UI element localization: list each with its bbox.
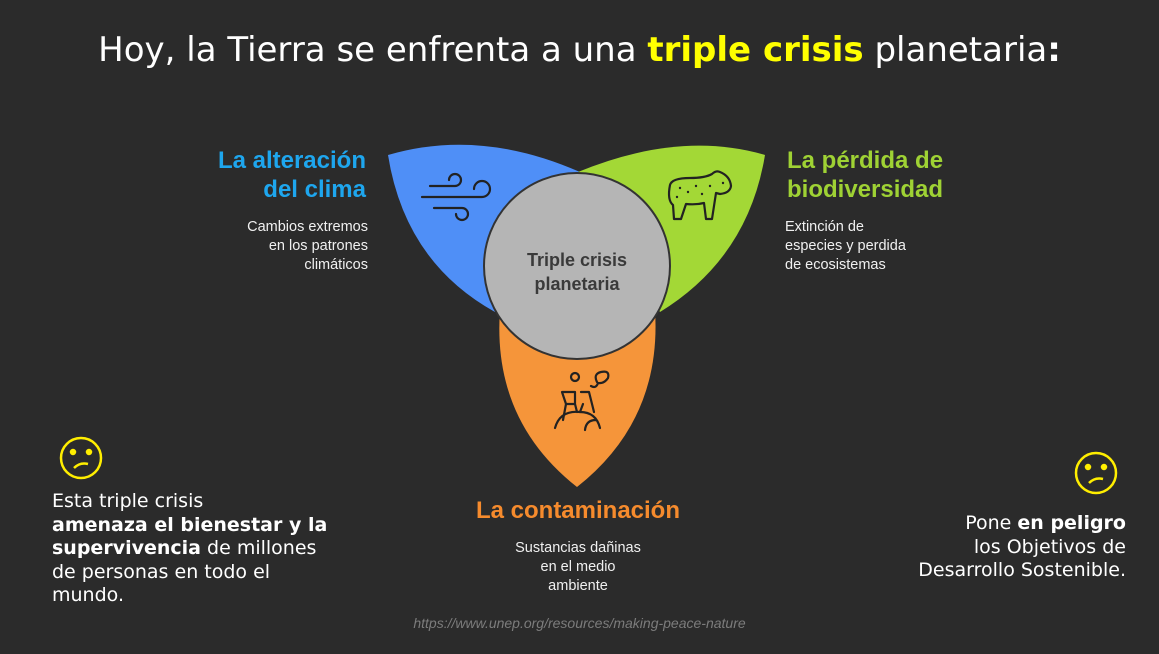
desc-line: climáticos — [304, 257, 368, 273]
note-text: Pone — [965, 512, 1018, 534]
climate-heading-line2: del clima — [263, 176, 366, 203]
sad-face-icon-left — [59, 436, 103, 480]
pollution-petal — [499, 310, 656, 487]
pollution-description: Sustancias dañinas en el medio ambiente — [478, 539, 678, 596]
desc-line: de ecosistemas — [785, 257, 886, 273]
desc-line: en los patrones — [268, 238, 368, 254]
biodiversity-heading-line2: biodiversidad — [787, 176, 944, 203]
desc-line: Cambios extremos — [247, 219, 368, 235]
note-line: los Objetivos de — [973, 535, 1126, 558]
desc-line: Extinción de — [785, 219, 864, 235]
title-highlight: triple crisis — [647, 30, 864, 70]
note-bold: supervivencia — [52, 537, 201, 559]
desc-line: ambiente — [548, 578, 608, 594]
desc-line: Sustancias dañinas — [515, 540, 641, 556]
slide-title: Hoy, la Tierra se enfrenta a una triple … — [0, 30, 1159, 70]
note-line: Esta triple crisis — [52, 490, 204, 512]
note-text: de millones — [201, 537, 317, 559]
desc-line: en el medio — [540, 559, 616, 575]
note-line: Desarrollo Sostenible. — [918, 559, 1126, 581]
title-text-end: planetaria — [863, 30, 1048, 70]
jaguar-icon — [667, 170, 733, 221]
climate-heading-line1: La alteración — [217, 147, 366, 174]
biodiversity-description: Extinción de especies y perdida de ecosist… — [785, 218, 906, 275]
sad-face-icon-right — [1074, 451, 1118, 495]
note-bold: en peligro — [1017, 512, 1126, 534]
center-label-line2: planetaria — [534, 274, 620, 294]
factory-pollution-icon — [553, 370, 610, 432]
left-note: Esta triple crisis amenaza el bienestar … — [52, 490, 352, 608]
note-line: de personas en todo el — [52, 560, 271, 583]
wind-icon — [420, 172, 492, 222]
title-text: Hoy, la Tierra se enfrenta a una — [98, 30, 648, 70]
title-colon: : — [1047, 30, 1061, 70]
desc-line: especies y perdida — [785, 238, 906, 254]
climate-description: Cambios extremos en los patrones climático… — [247, 218, 368, 275]
pollution-heading: La contaminación — [475, 497, 681, 524]
biodiversity-heading-line1: La pérdida de — [787, 147, 944, 174]
note-line: mundo. — [52, 584, 124, 606]
right-note: Pone en peligro los Objetivos de Desarro… — [826, 512, 1126, 583]
center-circle — [483, 172, 671, 360]
source-link[interactable]: https://www.unep.org/resources/making-pe… — [413, 615, 746, 631]
note-bold: amenaza el bienestar y la — [52, 513, 328, 536]
center-label-line1: Triple crisis — [527, 250, 627, 270]
